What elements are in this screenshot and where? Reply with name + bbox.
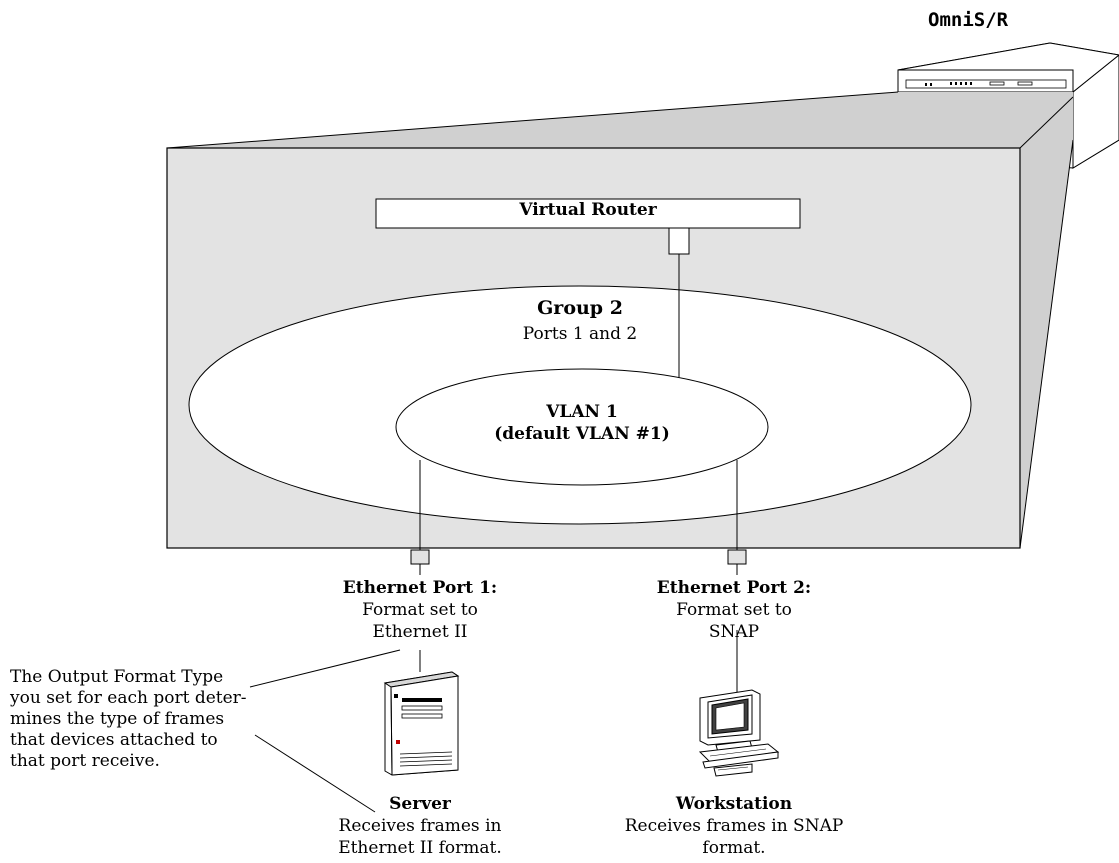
- workstation-line2: format.: [702, 838, 766, 858]
- note-line: you set for each port deter-: [10, 688, 247, 708]
- server-title: Server: [389, 794, 451, 814]
- device-name: OmniS/R: [928, 9, 1009, 31]
- virtual-router-label: Virtual Router: [519, 200, 657, 220]
- note-line: that port receive.: [10, 751, 160, 771]
- zoom-beam: [167, 92, 1073, 548]
- server-line1: Receives frames in: [338, 816, 502, 836]
- output-format-note: The Output Format Type you set for each …: [10, 667, 292, 772]
- server-line2: Ethernet II format.: [338, 838, 502, 858]
- vlan-ellipse: [395, 368, 769, 486]
- port1-format-line1: Format set to: [362, 600, 478, 620]
- router-port: [668, 227, 690, 255]
- port1-format-line2: Ethernet II: [372, 622, 468, 642]
- vlan-line1: VLAN 1: [546, 402, 618, 422]
- workstation-icon: [698, 689, 780, 777]
- note-leader-top: [249, 649, 401, 688]
- port2-format-line2: SNAP: [708, 622, 760, 642]
- port2-format-line1: Format set to: [676, 600, 792, 620]
- note-line: The Output Format Type: [10, 667, 224, 687]
- group-title: Group 2: [537, 297, 623, 319]
- note-line: mines the type of frames: [10, 709, 225, 729]
- port2-title: Ethernet Port 2:: [656, 578, 812, 598]
- virtual-router-bar: [375, 198, 801, 229]
- port1-title: Ethernet Port 1:: [342, 578, 498, 598]
- server-icon: [383, 671, 460, 776]
- group-subtitle: Ports 1 and 2: [522, 324, 638, 344]
- workstation-title: Workstation: [675, 794, 793, 814]
- vlan-line2: (default VLAN #1): [494, 424, 670, 444]
- note-line: that devices attached to: [10, 730, 218, 750]
- note-leader-bottom: [254, 734, 376, 813]
- workstation-line1: Receives frames in SNAP: [624, 816, 844, 836]
- port1-box: [410, 549, 430, 565]
- port2-box: [727, 549, 747, 565]
